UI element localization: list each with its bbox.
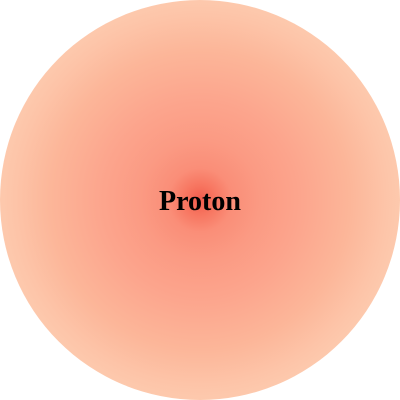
proton-label: Proton [159,186,241,217]
